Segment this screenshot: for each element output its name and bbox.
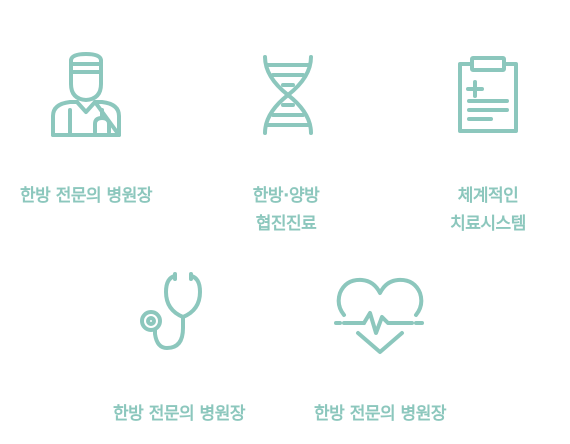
feature-label: 한방 전문의 병원장 xyxy=(20,186,152,206)
stethoscope-icon xyxy=(137,270,223,352)
heartbeat-icon xyxy=(334,277,426,355)
dna-icon xyxy=(261,55,315,135)
feature-label: 한방 전문의 병원장 xyxy=(314,404,446,424)
feature-label: 한방·양방 협진진료 xyxy=(252,186,320,234)
feature-label: 체계적인 치료시스템 xyxy=(450,186,526,234)
feature-label: 한방 전문의 병원장 xyxy=(113,404,245,424)
doctor-icon xyxy=(50,52,122,138)
clipboard-icon xyxy=(457,56,519,134)
